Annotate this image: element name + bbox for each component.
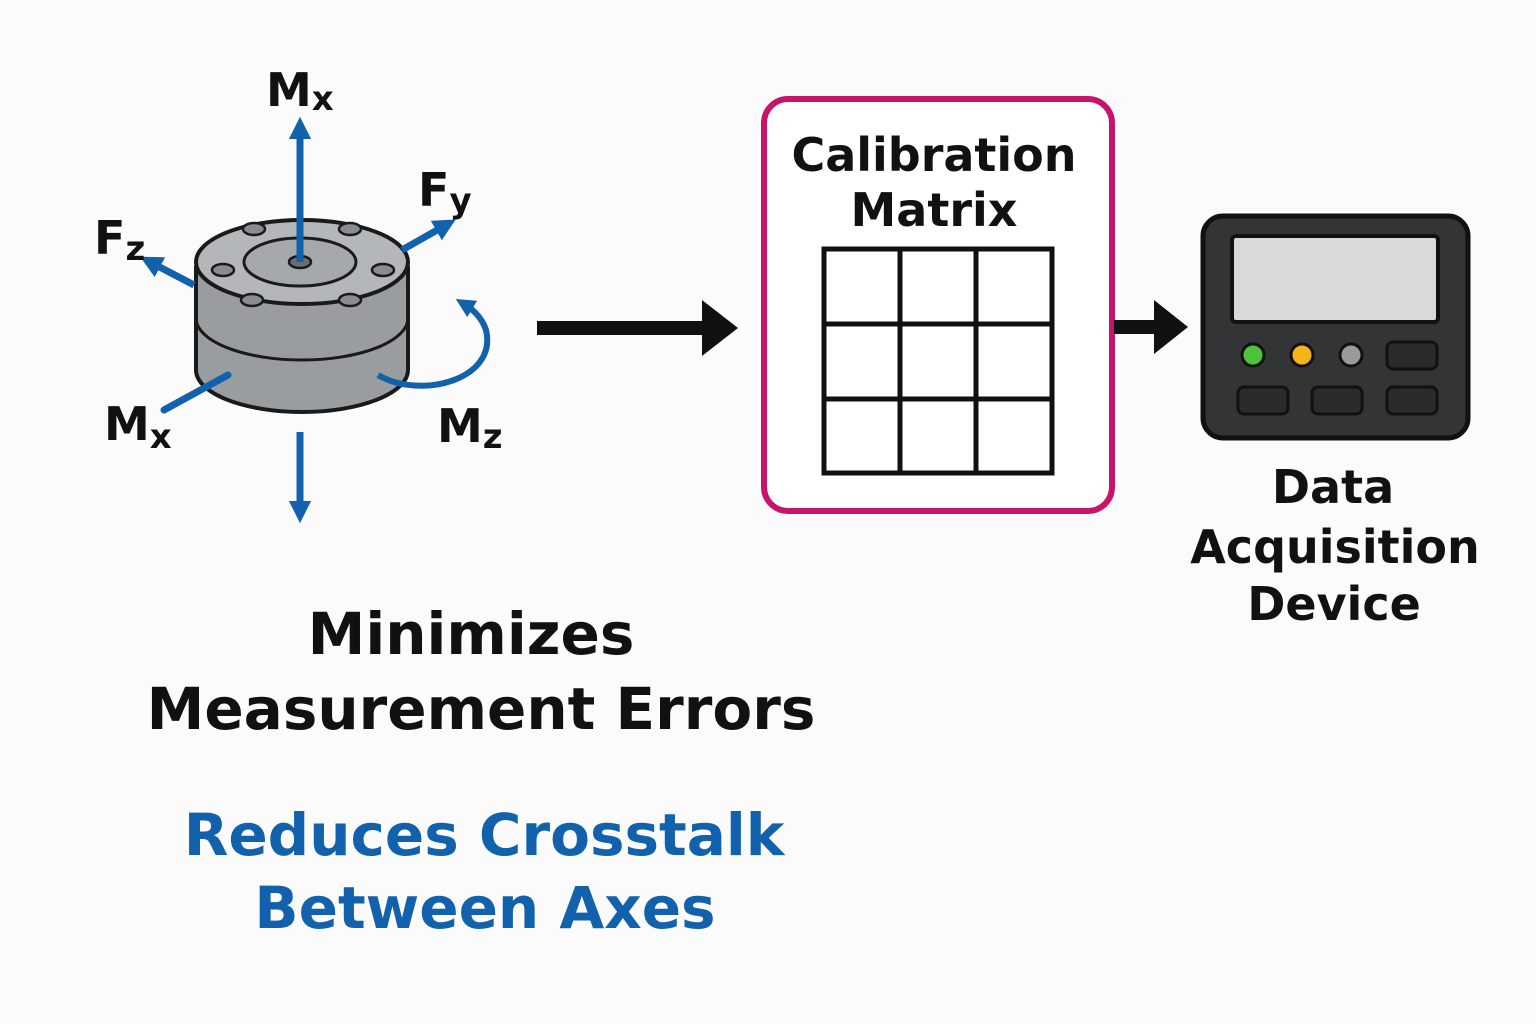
calibration-title-line1: Calibration: [791, 128, 1076, 182]
device-label-line3: Device: [1247, 577, 1421, 631]
benefit-line4: Between Axes: [254, 874, 715, 942]
benefit-line3: Reduces Crosstalk: [184, 801, 786, 869]
force-torque-sensor: Mx Fy Fz Mx Mz: [94, 63, 503, 524]
axis-label-fz: Fz: [94, 211, 145, 269]
benefits-text: Minimizes Measurement Errors Reduces Cro…: [147, 600, 816, 942]
mz-rotation-arrow: [376, 299, 491, 389]
device-button: [1385, 385, 1439, 416]
mx-lower-axis-arrow: [160, 371, 232, 414]
axis-label-mx-lower: Mx: [104, 397, 172, 457]
axis-label-top: Mx: [266, 63, 334, 119]
flow-arrow-sensor-to-matrix: [537, 300, 738, 356]
device-label: Data Acquisition Device: [1190, 460, 1480, 631]
axis-label-fy: Fy: [418, 163, 472, 221]
data-acquisition-device: [1200, 213, 1471, 441]
device-label-line1: Data: [1272, 460, 1394, 514]
benefit-line1: Minimizes: [308, 600, 635, 668]
led-green: [1240, 342, 1266, 368]
led-gray: [1338, 342, 1364, 368]
device-button: [1310, 385, 1364, 416]
bolt-holes: [210, 221, 396, 308]
device-button: [1236, 385, 1290, 416]
device-button: [1385, 340, 1439, 371]
axis-label-mz: Mz: [437, 399, 503, 457]
fz-axis-arrow: [140, 256, 196, 289]
device-screen: [1230, 234, 1440, 324]
device-label-line2: Acquisition: [1190, 520, 1480, 574]
benefit-line2: Measurement Errors: [147, 675, 816, 743]
matrix-grid: [821, 246, 1055, 476]
fy-axis-arrow: [400, 219, 456, 254]
calibration-matrix-box: Calibration Matrix: [761, 96, 1115, 514]
calibration-title-line2: Matrix: [851, 183, 1018, 237]
led-yellow: [1289, 342, 1315, 368]
flow-arrow-matrix-to-device: [1114, 300, 1188, 354]
